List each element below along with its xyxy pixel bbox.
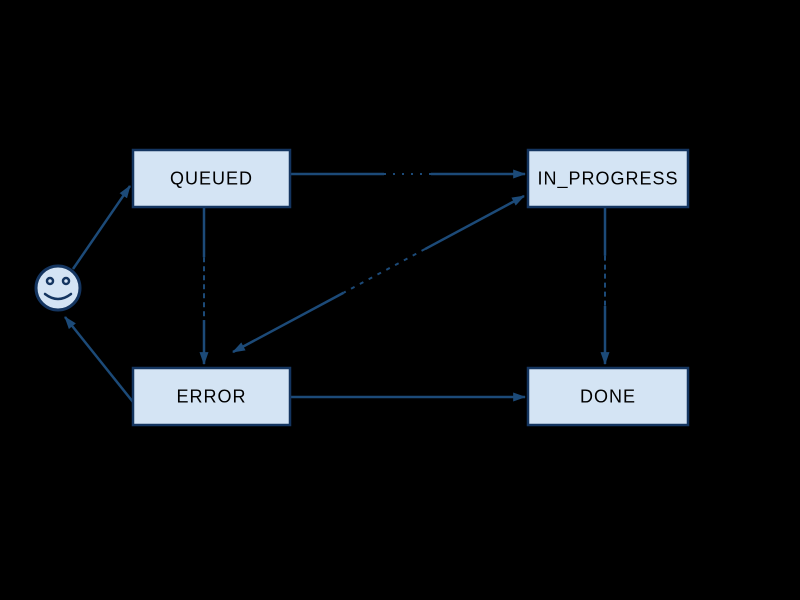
state-label-in-progress: IN_PROGRESS	[537, 169, 678, 190]
state-node-queued: QUEUED	[131, 148, 292, 209]
state-box-done	[526, 366, 690, 427]
state-node-done: DONE	[526, 366, 690, 427]
state-label-done: DONE	[580, 387, 636, 407]
state-box-error	[131, 366, 292, 427]
state-label-queued: QUEUED	[170, 169, 253, 189]
state-box-in-progress	[526, 148, 690, 209]
state-node-error: ERROR	[131, 366, 292, 427]
state-label-error: ERROR	[176, 387, 246, 407]
start-state-smiley-icon	[34, 264, 82, 312]
transition-in-progress-error-double	[232, 194, 525, 354]
transition-error-to-start	[64, 316, 134, 403]
state-box-queued	[131, 148, 292, 209]
transition-start-to-queued	[71, 185, 132, 270]
state-node-in-progress: IN_PROGRESS	[526, 148, 690, 209]
